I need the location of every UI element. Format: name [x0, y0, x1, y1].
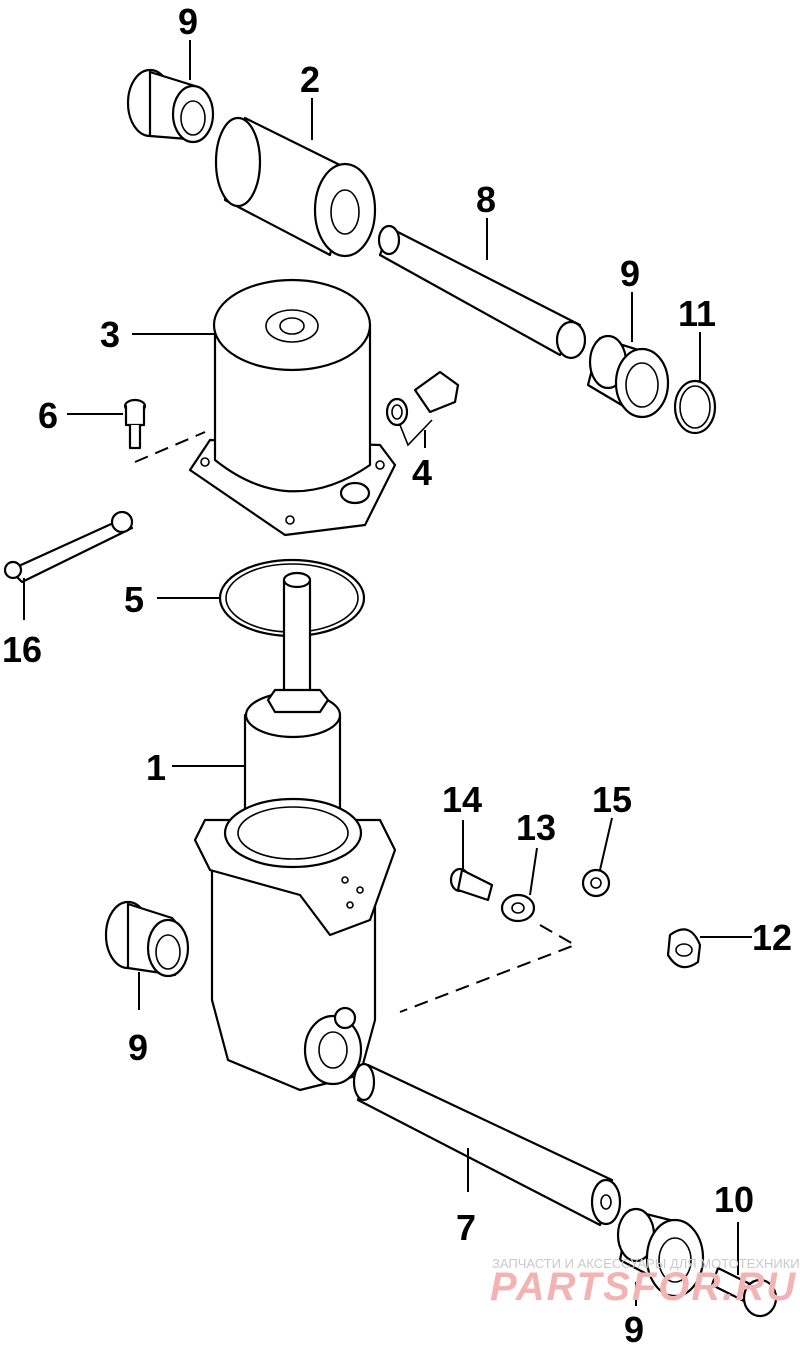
callout-7: 7: [456, 1207, 476, 1248]
callout-9-right: 9: [620, 253, 640, 294]
pin-rod-upper: [377, 224, 587, 360]
tilt-cylinder: [193, 571, 397, 1092]
callout-6: 6: [38, 395, 58, 436]
callout-13: 13: [516, 807, 556, 848]
fitting-and-washer: [385, 370, 460, 447]
callout-10: 10: [714, 1179, 754, 1220]
bolt-10: [710, 1266, 778, 1318]
callout-12: 12: [752, 917, 792, 958]
callout-9-lower-left: 9: [128, 1027, 148, 1068]
snap-ring: [673, 379, 717, 435]
callout-11: 11: [678, 293, 716, 334]
watermark-logo: PARTSFOR.RU: [490, 1265, 797, 1309]
callout-5: 5: [124, 579, 144, 620]
screw-small: [123, 398, 206, 463]
callout-9-top-left: 9: [178, 1, 198, 42]
reservoir-housing: [188, 278, 397, 537]
leader-lines: [23, 40, 752, 1306]
watermark: ЗАПЧАСТИ И АКСЕССУАРЫ ДЛЯ МОТОТЕХНИКИ PA…: [490, 1256, 800, 1309]
assembly-line-13: [399, 924, 578, 1013]
ground-strap: [3, 510, 134, 584]
nut-15: [581, 868, 611, 898]
callout-1: 1: [146, 747, 166, 788]
washer-13: [500, 893, 536, 923]
callout-9-bottom-right: 9: [624, 1309, 644, 1349]
callout-16: 16: [2, 629, 42, 670]
callout-2: 2: [300, 59, 320, 100]
callout-15: 15: [592, 779, 632, 820]
bushing-right: [586, 334, 670, 419]
bushing-top-left: [126, 68, 215, 144]
sleeve-cylinder: [214, 116, 377, 258]
hose-clip: [666, 928, 702, 969]
callout-8: 8: [476, 179, 496, 220]
bushing-lower-left: [104, 900, 190, 978]
watermark-tagline: ЗАПЧАСТИ И АКСЕССУАРЫ ДЛЯ МОТОТЕХНИКИ: [492, 1256, 800, 1271]
callout-4: 4: [412, 452, 432, 493]
bushing-bottom-right: [616, 1207, 705, 1298]
callout-3: 3: [100, 314, 120, 355]
pin-rod-lower: [352, 1062, 622, 1227]
bolt-14: [449, 867, 494, 902]
callout-14: 14: [442, 779, 482, 820]
